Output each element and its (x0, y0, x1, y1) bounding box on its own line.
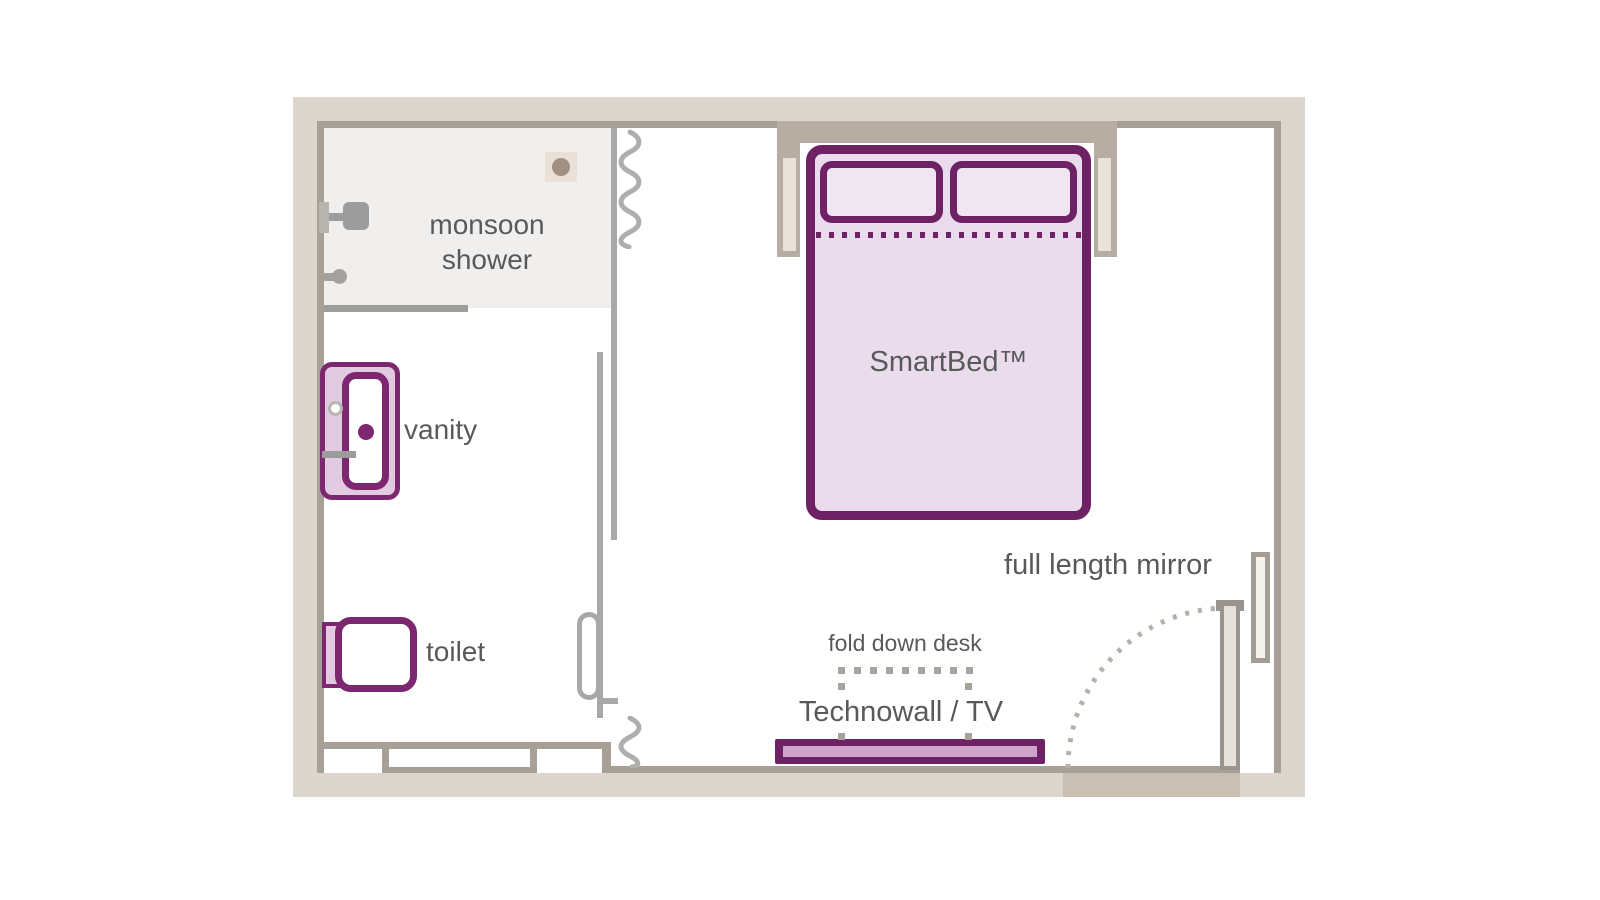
wall-line-bottom-bedroom (602, 766, 1240, 773)
desk-outline-dot (965, 733, 972, 740)
recess-stub-left (317, 749, 324, 773)
wall-left (293, 97, 317, 797)
toilet-bowl (335, 617, 417, 692)
wall-right (1281, 97, 1305, 797)
recess-box-left (382, 749, 389, 773)
shower-edge-bar (324, 305, 468, 312)
wall-line-right (1274, 128, 1281, 773)
desk-outline-top (838, 667, 978, 674)
headboard-wing-left-inner (783, 158, 796, 251)
label-smartbed: SmartBed™ (869, 346, 1028, 378)
vanity-tap (322, 451, 356, 458)
full-length-mirror (1251, 552, 1270, 663)
recess-box-right (530, 749, 537, 773)
wall-top (293, 97, 1305, 121)
wall-line-bottom-bathroom (317, 742, 611, 749)
technowall-strip (783, 746, 1037, 757)
label-full-length-mirror: full length mirror (1004, 549, 1212, 581)
sliding-door-panel (597, 352, 603, 718)
label-fold-down-desk: fold down desk (828, 630, 982, 656)
door-panel (1220, 602, 1240, 770)
wall-jog (602, 749, 611, 766)
shower-wall-bar (319, 202, 329, 233)
shower-head-icon (343, 202, 369, 230)
shower-knob-stem (322, 273, 338, 281)
vanity-knob (328, 401, 343, 416)
label-technowall-tv: Technowall / TV (798, 696, 1004, 728)
desk-outline-dot (965, 683, 972, 690)
pillow-left (820, 161, 943, 223)
vanity-drain-dot (358, 424, 374, 440)
curtain-squiggle-top (618, 129, 642, 249)
label-vanity: vanity (404, 414, 478, 445)
door-swing-arc (1065, 605, 1225, 769)
headboard-wing-right-inner (1098, 158, 1111, 251)
curtain-squiggle-bottom (618, 716, 642, 768)
partition-wall-line (611, 128, 617, 540)
label-monsoon-shower: monsoon shower (429, 209, 545, 275)
ceiling-light-icon (552, 158, 570, 176)
headboard-top (777, 121, 1117, 143)
door-threshold (1063, 773, 1240, 797)
recess-box-bottom (382, 767, 537, 773)
vanity-sink (342, 372, 389, 490)
bed-sheet-dotted-line (816, 232, 1086, 238)
sliding-door-handle (577, 612, 601, 700)
label-toilet: toilet (426, 636, 486, 667)
desk-outline-dot (838, 733, 845, 740)
shower-knob-icon (332, 269, 347, 284)
desk-outline-dot (838, 683, 845, 690)
shower-arm (329, 213, 345, 221)
pillow-right (950, 161, 1077, 223)
sliding-door-foot (601, 698, 618, 704)
